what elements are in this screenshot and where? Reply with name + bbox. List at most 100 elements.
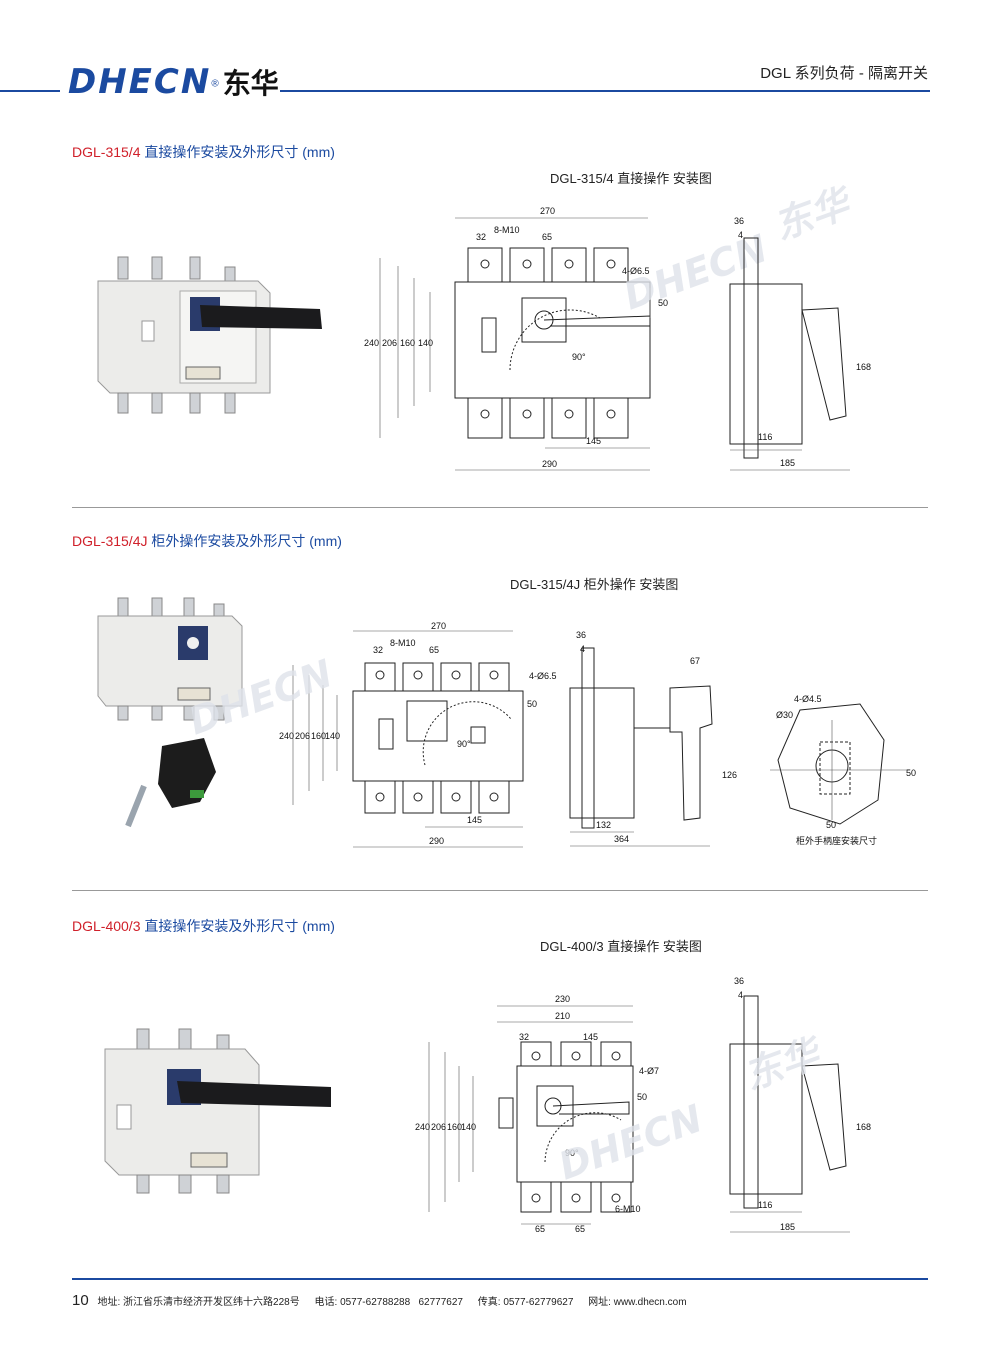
side-dim-36: 36: [734, 216, 744, 226]
section-3-desc: 直接操作安装及外形尺寸 (mm): [144, 918, 335, 934]
fax-value: 0577-62779627: [503, 1297, 574, 1308]
address-label: 地址:: [97, 1297, 121, 1308]
dim-140: 140: [325, 731, 340, 741]
phone-value: 0577-62788288 62777627: [340, 1297, 463, 1308]
section-1-side-view: 36 4 168 116 185 东华: [729, 179, 871, 471]
section-1-drawing-title: DGL-315/4 直接操作 安装图: [550, 171, 712, 186]
section-2-model: DGL-315/4J: [72, 533, 148, 549]
section-3-product-photo: [104, 1028, 331, 1194]
section-2-product-photo: [97, 597, 243, 828]
side-dim-4: 4: [738, 990, 743, 1000]
page-header-title: DGL 系列负荷 - 隔离开关: [760, 65, 928, 82]
dim-8-m10: 8-M10: [494, 225, 520, 235]
header-rule-right: [280, 90, 930, 92]
base-dim-hole: 4-Ø4.5: [794, 694, 822, 704]
side-dim-168: 168: [856, 362, 871, 372]
side-dim-364: 364: [614, 834, 629, 844]
dim-8-m10: 8-M10: [390, 638, 416, 648]
dim-160: 160: [447, 1122, 462, 1132]
dim-65-b: 65: [575, 1224, 585, 1234]
dim-145: 145: [586, 436, 601, 446]
logo-latin: DHECN: [68, 62, 212, 102]
section-2-front-view: 90° 270 32 8-M10 65 4-Ø6.5 50 240 206 16…: [183, 621, 557, 848]
dim-240: 240: [415, 1122, 430, 1132]
watermark-5: 东华: [738, 1029, 829, 1098]
dim-6-m10: 6-M10: [615, 1204, 641, 1214]
side-dim-116: 116: [758, 1200, 772, 1210]
handle-base-drawing: 4-Ø4.5 Ø30 50 50 柜外手柄座安装尺寸: [770, 694, 916, 846]
base-dim-50w: 50: [826, 820, 836, 830]
phone-label: 电话:: [314, 1297, 338, 1308]
side-dim-4: 4: [580, 644, 585, 654]
section-1-product-photo: [97, 256, 322, 414]
angle-label-3: 90°: [565, 1148, 579, 1158]
page-number: 10: [72, 1292, 89, 1309]
footer: 10 地址: 浙江省乐清市经济开发区纬十六路228号 电话: 0577-6278…: [72, 1292, 687, 1309]
dim-210: 210: [555, 1011, 570, 1021]
dim-290: 290: [542, 459, 557, 469]
section-1-title: DGL-315/4 直接操作安装及外形尺寸 (mm): [72, 142, 335, 162]
logo-registered-mark: ®: [211, 78, 219, 90]
dim-32: 32: [519, 1032, 529, 1042]
dim-206: 206: [382, 338, 397, 348]
address-value: 浙江省乐清市经济开发区纬十六路228号: [123, 1297, 300, 1308]
side-dim-126: 126: [722, 770, 737, 780]
dim-160: 160: [400, 338, 415, 348]
dim-hole: 4-Ø6.5: [529, 671, 557, 681]
dim-32: 32: [373, 645, 383, 655]
dim-65: 65: [542, 232, 552, 242]
dim-230: 230: [555, 994, 570, 1004]
dim-160: 160: [311, 731, 326, 741]
dim-50: 50: [658, 298, 668, 308]
handle-base-caption: 柜外手柄座安装尺寸: [796, 835, 877, 846]
side-dim-168: 168: [856, 1122, 871, 1132]
section-2-title: DGL-315/4J 柜外操作安装及外形尺寸 (mm): [72, 531, 342, 551]
header-rule-left: [0, 90, 60, 92]
section-1-front-view: 90° 270 32 8-M10 65 4-Ø6.5 50 240 206 16…: [364, 206, 773, 471]
dim-240: 240: [279, 731, 294, 741]
section-3-side-view: 36 4 168 116 185 东华: [729, 976, 871, 1233]
logo-chinese: 东华: [222, 67, 279, 100]
fax-label: 传真:: [477, 1297, 501, 1308]
dim-206: 206: [431, 1122, 446, 1132]
angle-label-1: 90°: [572, 352, 586, 362]
dim-270: 270: [431, 621, 446, 631]
side-dim-116: 116: [758, 432, 772, 442]
watermark-2: 东华: [768, 179, 859, 248]
web-label: 网址:: [588, 1297, 611, 1308]
dim-140: 140: [418, 338, 433, 348]
dim-65-a: 65: [535, 1224, 545, 1234]
web-link[interactable]: www.dhecn.com: [613, 1297, 687, 1308]
section-1-model: DGL-315/4: [72, 144, 141, 160]
side-dim-4: 4: [738, 230, 743, 240]
company-logo: DHECN®东华: [68, 62, 279, 102]
section-3-front-view: 90° 230 210 32 145 4-Ø7 50 240 206 160 1…: [415, 994, 708, 1234]
dim-32: 32: [476, 232, 486, 242]
side-dim-185: 185: [780, 1222, 795, 1232]
side-dim-36: 36: [734, 976, 744, 986]
dim-50: 50: [527, 699, 537, 709]
footer-rule: [72, 1278, 928, 1280]
base-dim-50h: 50: [906, 768, 916, 778]
divider-1: [72, 507, 928, 508]
dim-50: 50: [637, 1092, 647, 1102]
dim-hole: 4-Ø7: [639, 1066, 659, 1076]
side-dim-36: 36: [576, 630, 586, 640]
dim-206: 206: [295, 731, 310, 741]
divider-2: [72, 890, 928, 891]
angle-label-2: 90°: [457, 739, 471, 749]
dim-290: 290: [429, 836, 444, 846]
dim-145: 145: [583, 1032, 598, 1042]
side-dim-67: 67: [690, 656, 700, 666]
section-2-side-view: 36 4 67 126 132 364: [569, 630, 737, 847]
dim-240: 240: [364, 338, 379, 348]
dim-145: 145: [467, 815, 482, 825]
dim-65: 65: [429, 645, 439, 655]
dim-hole: 4-Ø6.5: [622, 266, 650, 276]
base-dim-d30: Ø30: [776, 710, 793, 720]
section-1-desc: 直接操作安装及外形尺寸 (mm): [144, 144, 335, 160]
section-3-model: DGL-400/3: [72, 918, 141, 934]
dim-270: 270: [540, 206, 555, 216]
section-2-desc: 柜外操作安装及外形尺寸 (mm): [151, 533, 342, 549]
side-dim-132: 132: [596, 820, 611, 830]
